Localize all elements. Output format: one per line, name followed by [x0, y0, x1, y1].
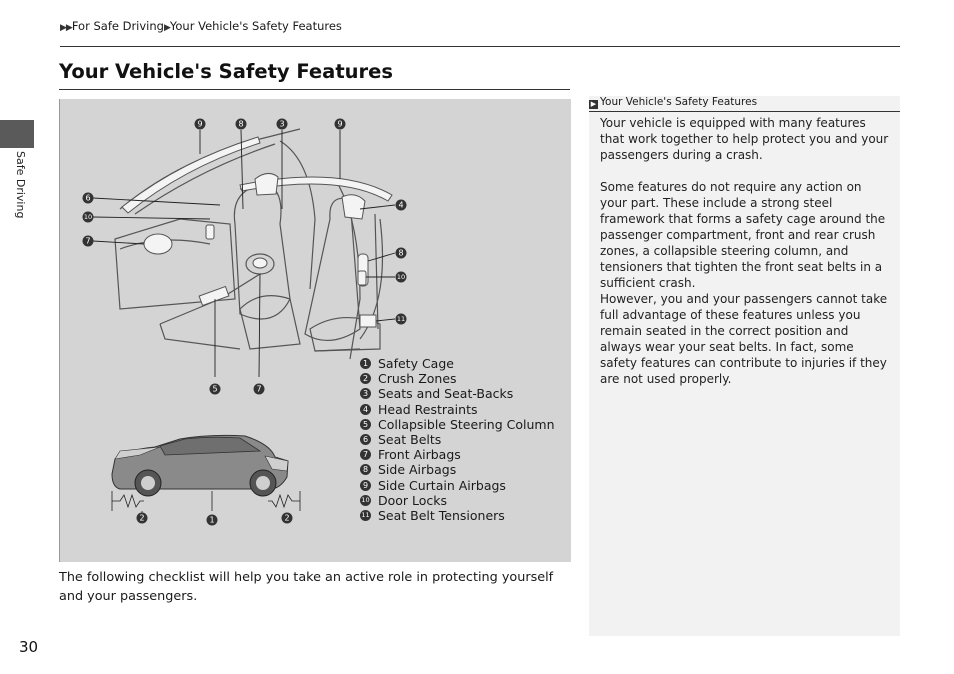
section-tab[interactable] [0, 120, 34, 148]
svg-text:7: 7 [85, 237, 90, 246]
section-tab-label: Safe Driving [14, 151, 27, 219]
page-number: 30 [19, 638, 39, 656]
legend-item: 6 Seat Belts [360, 432, 555, 447]
legend-number: 8 [360, 464, 371, 476]
svg-text:5: 5 [212, 385, 217, 394]
legend-item: 3 Seats and Seat-Backs [360, 386, 555, 401]
svg-text:10: 10 [84, 213, 92, 221]
side-note-paragraph: Some features do not require any action … [600, 180, 886, 290]
side-note-title: Your Vehicle's Safety Features [600, 96, 758, 108]
svg-text:2: 2 [139, 514, 144, 523]
legend-item: 4 Head Restraints [360, 402, 555, 417]
legend-item: 10 Door Locks [360, 493, 555, 508]
legend-item: 11 Seat Belt Tensioners [360, 508, 555, 523]
svg-text:10: 10 [397, 273, 405, 281]
legend-number: 4 [360, 403, 371, 415]
title-divider [59, 89, 570, 90]
legend-item: 1 Safety Cage [360, 356, 555, 371]
legend-label: Front Airbags [378, 447, 461, 463]
legend-number: 1 [360, 358, 371, 370]
legend-number: 2 [360, 373, 371, 385]
svg-text:6: 6 [85, 194, 90, 203]
svg-text:2: 2 [284, 514, 289, 523]
page-title: Your Vehicle's Safety Features [59, 60, 393, 83]
legend-number: 7 [360, 449, 371, 461]
legend-label: Collapsible Steering Column [378, 416, 555, 432]
svg-text:7: 7 [256, 385, 261, 394]
side-note-panel: ▶Your Vehicle's Safety Features Your veh… [589, 96, 900, 636]
legend-label: Door Locks [378, 492, 448, 508]
legend-item: 5 Collapsible Steering Column [360, 417, 555, 432]
legend-label: Crush Zones [378, 371, 457, 387]
legend-number: 3 [360, 388, 371, 400]
legend-number: 6 [360, 434, 371, 446]
breadcrumb-item[interactable]: For Safe Driving [71, 19, 164, 33]
side-note-header: ▶Your Vehicle's Safety Features [589, 96, 900, 112]
body-paragraph: The following checklist will help you ta… [59, 570, 554, 604]
svg-text:9: 9 [197, 120, 202, 129]
side-note-paragraph: Your vehicle is equipped with many featu… [600, 116, 889, 162]
svg-text:11: 11 [397, 315, 405, 323]
callout-badges: 9 8 3 9 6 10 7 4 8 10 11 5 7 [82, 118, 407, 395]
sedan-drawing: 2 1 2 [111, 434, 301, 526]
legend-number: 10 [360, 494, 371, 506]
legend-label: Seat Belt Tensioners [378, 507, 505, 523]
legend-number: 11 [360, 509, 371, 521]
svg-text:1: 1 [209, 516, 214, 525]
legend-label: Safety Cage [378, 356, 454, 372]
legend-item: 9 Side Curtain Airbags [360, 478, 555, 493]
side-note-paragraph: However, you and your passengers cannot … [600, 292, 888, 386]
legend-item: 8 Side Airbags [360, 462, 555, 477]
legend-label: Seats and Seat-Backs [378, 386, 514, 402]
breadcrumb-arrow-icon: ▶▶ [60, 23, 73, 33]
svg-text:4: 4 [398, 201, 403, 210]
svg-text:8: 8 [398, 249, 403, 258]
safety-features-illustration: 9 8 3 9 6 10 7 4 8 10 11 5 7 [59, 99, 571, 562]
reference-arrow-icon: ▶ [589, 100, 598, 109]
svg-text:8: 8 [238, 120, 243, 129]
legend-label: Side Curtain Airbags [378, 477, 506, 493]
header-divider [60, 46, 900, 47]
legend-label: Head Restraints [378, 401, 478, 417]
legend-item: 2 Crush Zones [360, 371, 555, 386]
car-interior-drawing: 9 8 3 9 6 10 7 4 8 10 11 5 7 [82, 118, 407, 526]
legend-number: 9 [360, 479, 371, 491]
legend-label: Side Airbags [378, 462, 457, 478]
breadcrumb-arrow-icon: ▶ [163, 23, 171, 33]
legend-number: 5 [360, 418, 371, 430]
svg-text:9: 9 [337, 120, 342, 129]
legend-label: Seat Belts [378, 432, 442, 448]
legend-item: 7 Front Airbags [360, 447, 555, 462]
breadcrumb-item[interactable]: Your Vehicle's Safety Features [169, 19, 342, 33]
svg-text:3: 3 [279, 120, 284, 129]
legend: 1 Safety Cage 2 Crush Zones 3 Seats and Sea… [360, 356, 555, 523]
breadcrumb: ▶▶For Safe Driving▶Your Vehicle's Safety… [60, 19, 342, 33]
